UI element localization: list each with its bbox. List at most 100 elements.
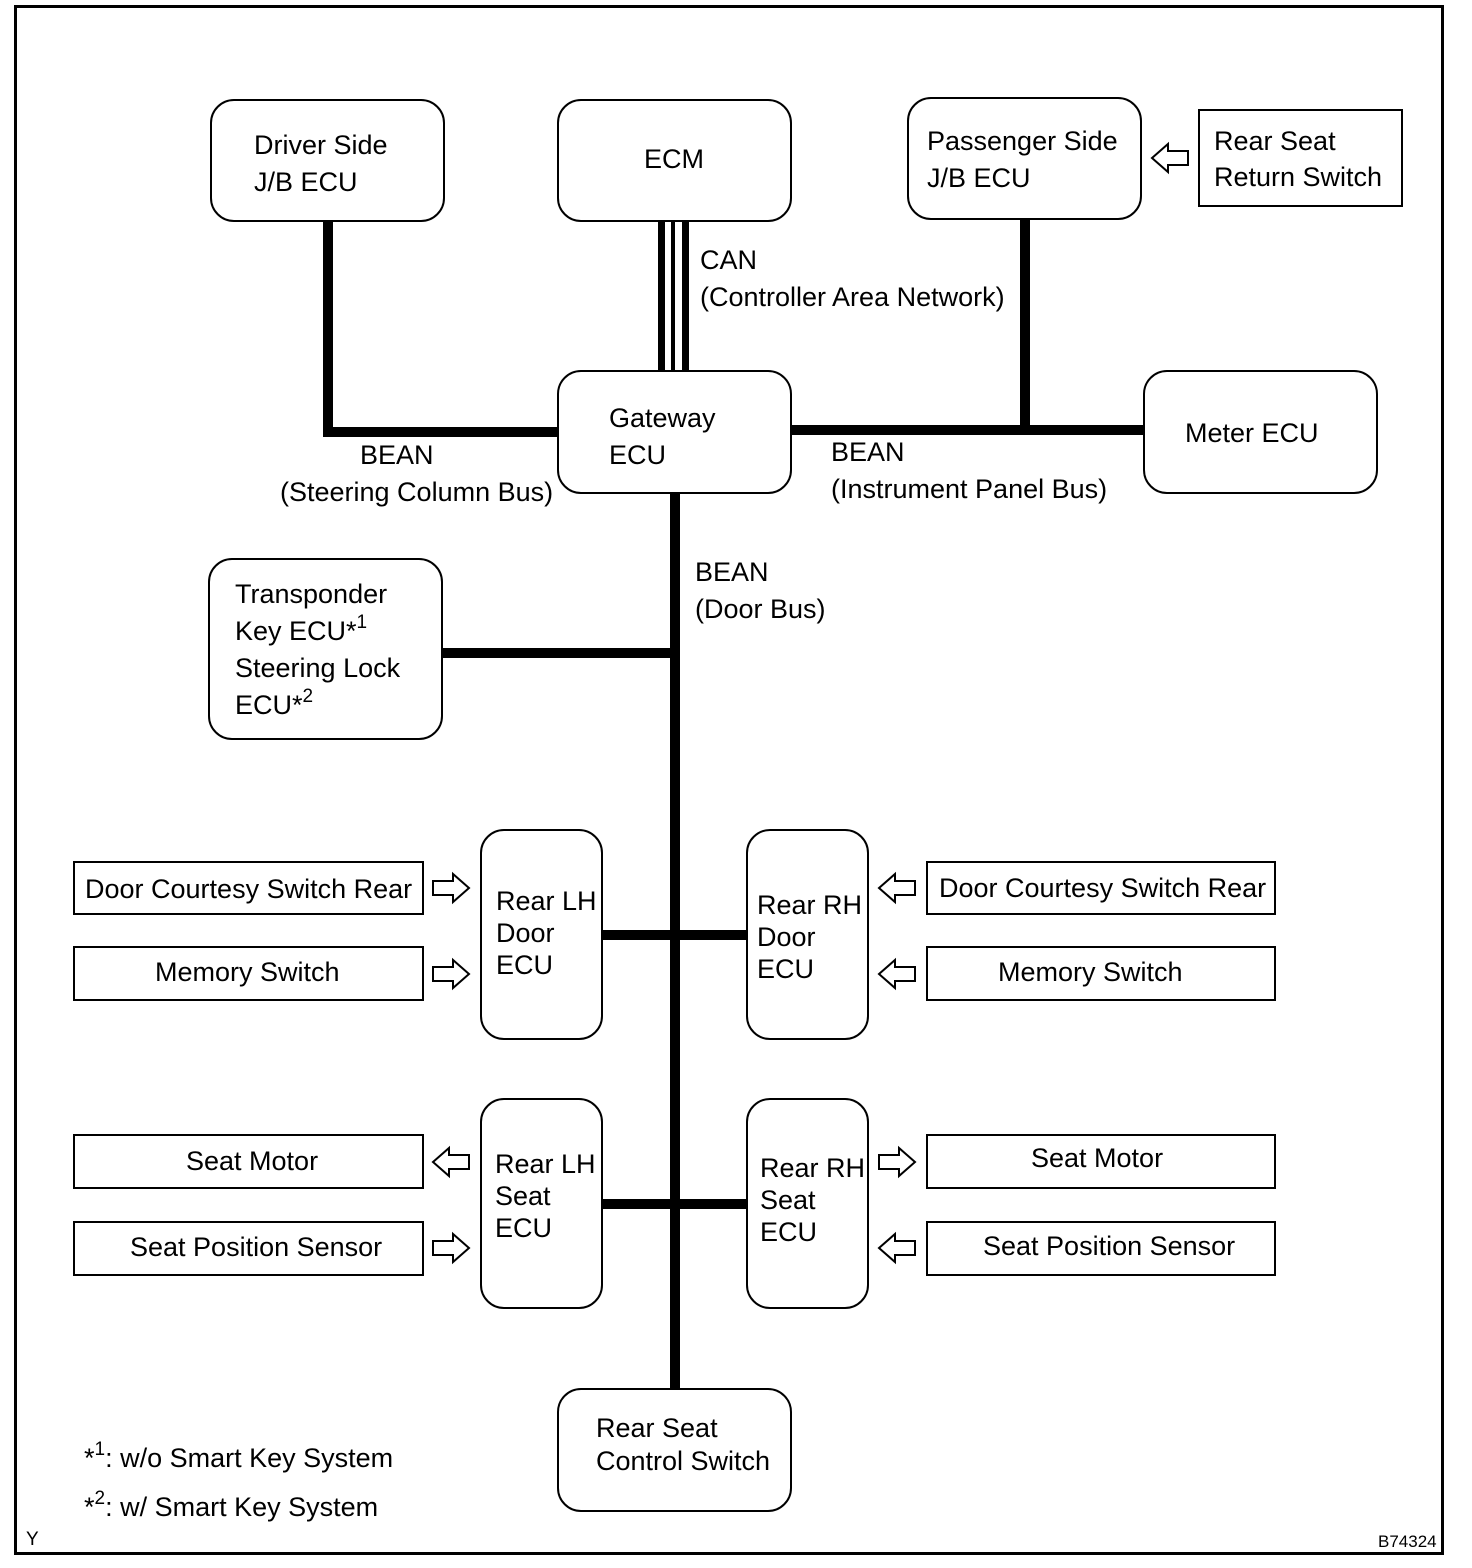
instrument-bus-vertical bbox=[1020, 219, 1030, 429]
lh-memory-switch-label: Memory Switch bbox=[155, 957, 340, 987]
lh-seat-motor: Seat Motor bbox=[73, 1134, 424, 1189]
lh-seat-motor-label: Seat Motor bbox=[186, 1146, 319, 1176]
rear-rh-seat-ecu-line-1: Rear RH bbox=[760, 1153, 866, 1183]
passenger-side-jb-ecu-line-2: J/B ECU bbox=[927, 163, 1031, 193]
rh-door-courtesy-switch: Door Courtesy Switch Rear bbox=[926, 861, 1276, 915]
footnote-mark-1: 1 bbox=[356, 612, 368, 633]
footnote-1-mark: 1 bbox=[94, 1439, 106, 1460]
transponder-line-3: Steering Lock bbox=[235, 653, 401, 683]
instrument-bus-horizontal bbox=[790, 425, 1146, 435]
rear-rh-door-ecu-line-1: Rear RH bbox=[757, 890, 863, 920]
door-bus-label: BEAN (Door Bus) bbox=[695, 554, 826, 628]
driver-side-jb-ecu-line-1: Driver Side bbox=[254, 130, 388, 160]
rear-rh-door-ecu-line-2: Door bbox=[757, 922, 816, 952]
door-bus-label-line-1: BEAN bbox=[695, 557, 769, 587]
door-bus-label-line-2: (Door Bus) bbox=[695, 594, 826, 624]
rear-seat-control-switch-line-2: Control Switch bbox=[596, 1446, 771, 1476]
steering-bus-horizontal bbox=[323, 427, 560, 437]
gateway-ecu-line-2: ECU bbox=[609, 440, 667, 470]
steering-column-bus-label-line-2: (Steering Column Bus) bbox=[280, 477, 554, 507]
arrow-rh-door-courtesy bbox=[877, 871, 916, 905]
can-line-1 bbox=[658, 221, 665, 371]
rear-lh-seat-ecu-line-1: Rear LH bbox=[495, 1149, 596, 1179]
transponder-line-2-text: Key ECU* bbox=[235, 616, 357, 646]
passenger-side-jb-ecu: Passenger Side J/B ECU bbox=[907, 97, 1142, 220]
lh-memory-switch: Memory Switch bbox=[73, 946, 424, 1001]
arrow-lh-seat-motor bbox=[431, 1145, 470, 1179]
rh-seat-position-sensor: Seat Position Sensor bbox=[926, 1221, 1276, 1276]
rh-memory-switch-label: Memory Switch bbox=[998, 957, 1183, 987]
door-bus-trunk bbox=[670, 492, 680, 1390]
rear-seat-control-switch-line-1: Rear Seat bbox=[596, 1413, 718, 1443]
transponder-line-2: Key ECU*1 bbox=[235, 613, 441, 650]
seat-ecu-branch bbox=[602, 1199, 748, 1209]
meter-ecu: Meter ECU bbox=[1143, 370, 1378, 494]
door-ecu-branch bbox=[602, 930, 748, 940]
ecm-label: ECM bbox=[644, 144, 704, 174]
rh-door-courtesy-switch-label: Door Courtesy Switch Rear bbox=[939, 873, 1267, 903]
rear-rh-door-ecu: Rear RH Door ECU bbox=[746, 829, 869, 1040]
arrow-lh-memory bbox=[432, 957, 471, 991]
footnote-1-text: : w/o Smart Key System bbox=[105, 1443, 394, 1473]
rear-lh-seat-ecu: Rear LH Seat ECU bbox=[480, 1098, 603, 1309]
rh-seat-motor: Seat Motor bbox=[926, 1134, 1276, 1189]
can-line-3 bbox=[682, 221, 689, 371]
rear-lh-door-ecu: Rear LH Door ECU bbox=[480, 829, 603, 1040]
instrument-panel-bus-label: BEAN (Instrument Panel Bus) bbox=[831, 434, 1107, 508]
steering-column-bus-label-line-1: BEAN bbox=[360, 440, 434, 470]
rear-lh-door-ecu-line-3: ECU bbox=[496, 950, 554, 980]
footnote-2-mark: 2 bbox=[94, 1488, 106, 1509]
rear-rh-seat-ecu-line-2: Seat bbox=[760, 1185, 816, 1215]
driver-side-jb-ecu: Driver Side J/B ECU bbox=[210, 99, 445, 222]
rear-rh-seat-ecu-line-3: ECU bbox=[760, 1217, 818, 1247]
rh-seat-position-sensor-label: Seat Position Sensor bbox=[983, 1231, 1236, 1261]
driver-side-jb-ecu-line-2: J/B ECU bbox=[254, 167, 358, 197]
can-line-2 bbox=[671, 221, 675, 371]
footnote-1: *1: w/o Smart Key System bbox=[84, 1440, 393, 1477]
arrow-rh-memory bbox=[877, 957, 916, 991]
transponder-line-1: Transponder bbox=[235, 579, 388, 609]
footnote-mark-2: 2 bbox=[302, 686, 314, 707]
transponder-line-4: ECU*2 bbox=[235, 687, 441, 724]
corner-code-left: Y bbox=[26, 1529, 39, 1550]
steering-column-bus-label: BEAN (Steering Column Bus) bbox=[280, 437, 553, 511]
lh-door-courtesy-switch: Door Courtesy Switch Rear bbox=[73, 861, 424, 915]
instrument-panel-bus-label-line-2: (Instrument Panel Bus) bbox=[831, 474, 1108, 504]
footnote-1-star: * bbox=[84, 1443, 95, 1473]
arrow-rh-seat-sensor bbox=[877, 1231, 916, 1265]
lh-door-courtesy-switch-label: Door Courtesy Switch Rear bbox=[85, 874, 413, 904]
passenger-side-jb-ecu-line-1: Passenger Side bbox=[927, 126, 1118, 156]
rear-rh-door-ecu-line-3: ECU bbox=[757, 954, 815, 984]
arrow-rh-seat-motor bbox=[878, 1145, 917, 1179]
lh-seat-position-sensor-label: Seat Position Sensor bbox=[130, 1232, 383, 1262]
diagram-frame bbox=[14, 5, 1444, 1555]
footnote-2-star: * bbox=[84, 1492, 95, 1522]
can-bus-label: CAN (Controller Area Network) bbox=[700, 242, 1005, 316]
rear-seat-return-switch-line-2: Return Switch bbox=[1214, 162, 1383, 192]
can-bus-label-line-2: (Controller Area Network) bbox=[700, 282, 1005, 312]
rear-lh-seat-ecu-line-3: ECU bbox=[495, 1213, 553, 1243]
arrow-lh-seat-sensor bbox=[432, 1231, 471, 1265]
gateway-ecu: Gateway ECU bbox=[557, 370, 792, 494]
rear-lh-door-ecu-line-1: Rear LH bbox=[496, 886, 597, 916]
gateway-ecu-line-1: Gateway bbox=[609, 403, 716, 433]
steering-bus-vertical bbox=[323, 221, 333, 437]
arrow-lh-door-courtesy bbox=[432, 871, 471, 905]
can-bus-label-line-1: CAN bbox=[700, 245, 758, 275]
rear-lh-seat-ecu-line-2: Seat bbox=[495, 1181, 551, 1211]
transponder-steering-lock-ecu: Transponder Key ECU*1 Steering Lock ECU*… bbox=[208, 558, 443, 740]
rear-rh-seat-ecu: Rear RH Seat ECU bbox=[746, 1098, 869, 1309]
rear-seat-return-switch: Rear Seat Return Switch bbox=[1198, 109, 1403, 207]
instrument-panel-bus-label-line-1: BEAN bbox=[831, 437, 905, 467]
rear-seat-return-switch-line-1: Rear Seat bbox=[1214, 126, 1336, 156]
rear-seat-control-switch: Rear Seat Control Switch bbox=[557, 1388, 792, 1512]
arrow-rear-seat-return bbox=[1150, 141, 1189, 175]
footnote-2-text: : w/ Smart Key System bbox=[105, 1492, 379, 1522]
transponder-branch bbox=[441, 648, 675, 658]
transponder-line-4-text: ECU* bbox=[235, 690, 303, 720]
meter-ecu-label: Meter ECU bbox=[1185, 418, 1319, 448]
ecm: ECM bbox=[557, 99, 792, 222]
rh-memory-switch: Memory Switch bbox=[926, 946, 1276, 1001]
rh-seat-motor-label: Seat Motor bbox=[1031, 1143, 1164, 1173]
lh-seat-position-sensor: Seat Position Sensor bbox=[73, 1221, 424, 1276]
